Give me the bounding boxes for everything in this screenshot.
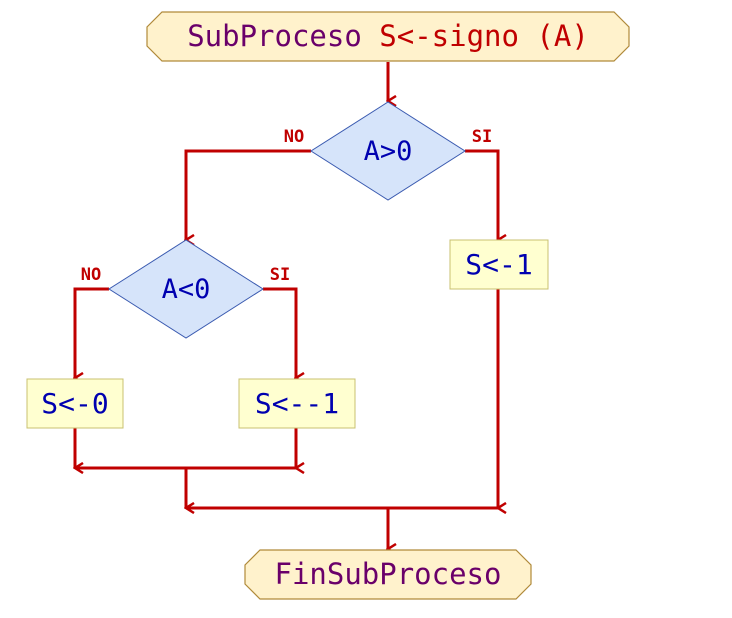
svg-text:SubProceso S<-signo (A): SubProceso S<-signo (A): [187, 19, 589, 53]
decision-outer-condition: A>0: [364, 136, 413, 167]
arrow-outer-no-branch: [186, 149, 311, 240]
end-terminal: FinSubProceso: [244, 549, 532, 600]
decision-inner-no-label: NO: [81, 265, 101, 285]
decision-inner-yes-label: SI: [270, 265, 290, 285]
process-assign-zero: S<-0: [26, 378, 124, 429]
arrow-inner-yes-branch: [263, 287, 296, 378]
decision-inner-condition: A<0: [162, 274, 211, 305]
start-keyword: SubProceso: [187, 19, 362, 53]
assign-positive-text: S<-1: [465, 248, 532, 281]
assign-zero-text: S<-0: [41, 387, 108, 420]
decision-inner: A<0 NO SI: [81, 239, 290, 339]
arrow-outer-yes-branch: [465, 149, 498, 240]
decision-outer: A>0 NO SI: [284, 101, 492, 201]
decision-outer-no-label: NO: [284, 127, 304, 147]
start-terminal: SubProceso S<-signo (A): [146, 11, 630, 62]
process-assign-positive: S<-1: [449, 239, 549, 290]
start-signature: S<-signo (A): [379, 19, 589, 53]
arrow-inner-no-branch: [75, 287, 109, 378]
decision-outer-yes-label: SI: [472, 127, 492, 147]
connectors: [75, 62, 498, 549]
end-label: FinSubProceso: [275, 557, 502, 591]
assign-negative-text: S<--1: [255, 387, 339, 420]
process-assign-negative: S<--1: [238, 378, 356, 429]
